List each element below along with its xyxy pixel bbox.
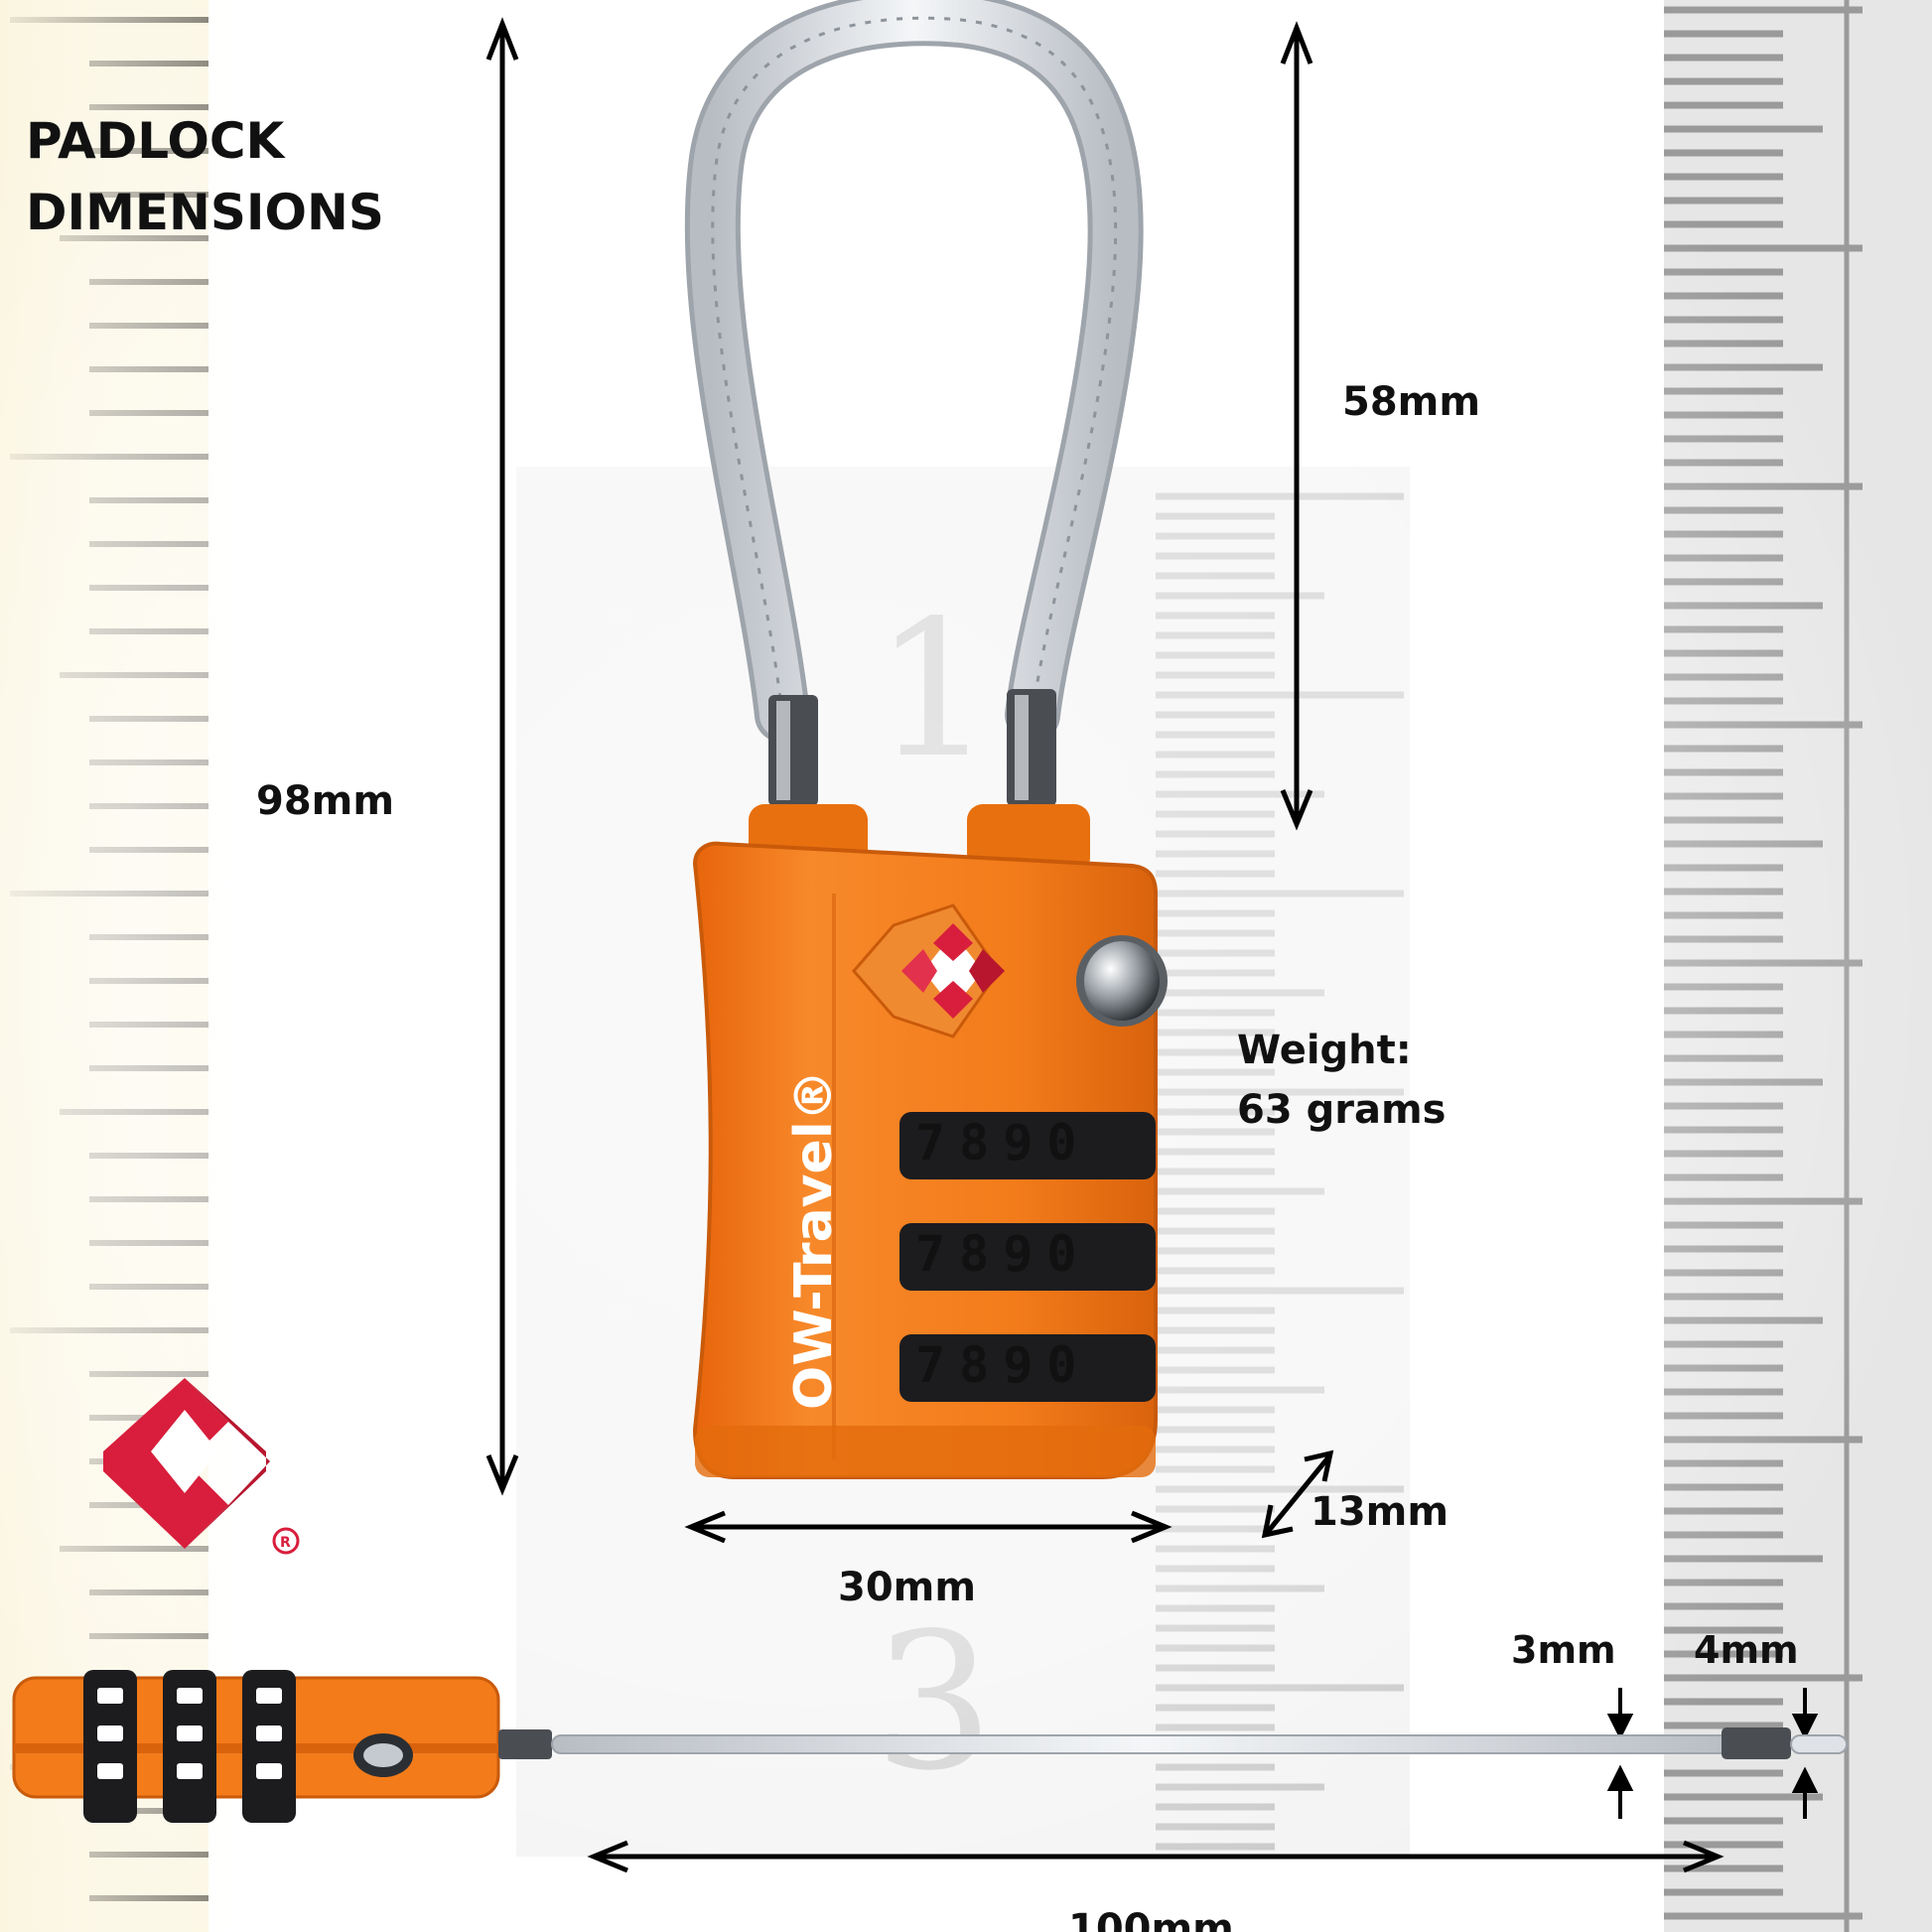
cable-58mm-arrow — [1280, 21, 1313, 831]
width-30mm-arrow — [684, 1510, 1173, 1544]
combination-wheels — [899, 1112, 1156, 1402]
total-height-label: 98mm — [256, 778, 395, 824]
weight-label: Weight: 63 grams — [1237, 1021, 1446, 1140]
reset-knob-icon — [1076, 935, 1168, 1027]
depth-13mm-arrow — [1261, 1449, 1334, 1539]
length-100mm-arrow — [587, 1840, 1725, 1873]
cable-diameter-label: 3mm — [1511, 1628, 1616, 1672]
page-title: PADLOCK DIMENSIONS — [26, 105, 384, 248]
cable-length-label: 100mm — [1068, 1906, 1234, 1932]
weight-value: 63 grams — [1237, 1087, 1447, 1133]
body-depth-label: 13mm — [1311, 1489, 1449, 1535]
height-98mm-arrow — [485, 17, 519, 1496]
title-line-2: DIMENSIONS — [26, 184, 384, 241]
lock-side-view — [12, 1670, 1848, 1823]
tip-diameter-label: 4mm — [1694, 1628, 1799, 1672]
cable-shackle — [684, 0, 1144, 743]
body-width-label: 30mm — [838, 1565, 977, 1610]
combination-wheel-1: 7890 — [915, 1114, 1091, 1172]
cable-height-label: 58mm — [1342, 379, 1481, 425]
brand-logo: OW-Travel® — [784, 1069, 844, 1410]
diameter-4mm-arrows — [1791, 1688, 1819, 1819]
diameter-3mm-arrows — [1606, 1688, 1634, 1819]
svg-text:R: R — [280, 1535, 291, 1551]
combination-wheel-3: 7890 — [915, 1336, 1091, 1394]
tsa-badge-icon — [852, 903, 1005, 1038]
combination-wheel-2: 7890 — [915, 1225, 1091, 1283]
weight-caption: Weight: — [1237, 1028, 1412, 1073]
cable-ferrules — [768, 689, 1056, 806]
title-line-1: PADLOCK — [26, 112, 285, 170]
tsa-logo-icon: R — [103, 1378, 300, 1555]
